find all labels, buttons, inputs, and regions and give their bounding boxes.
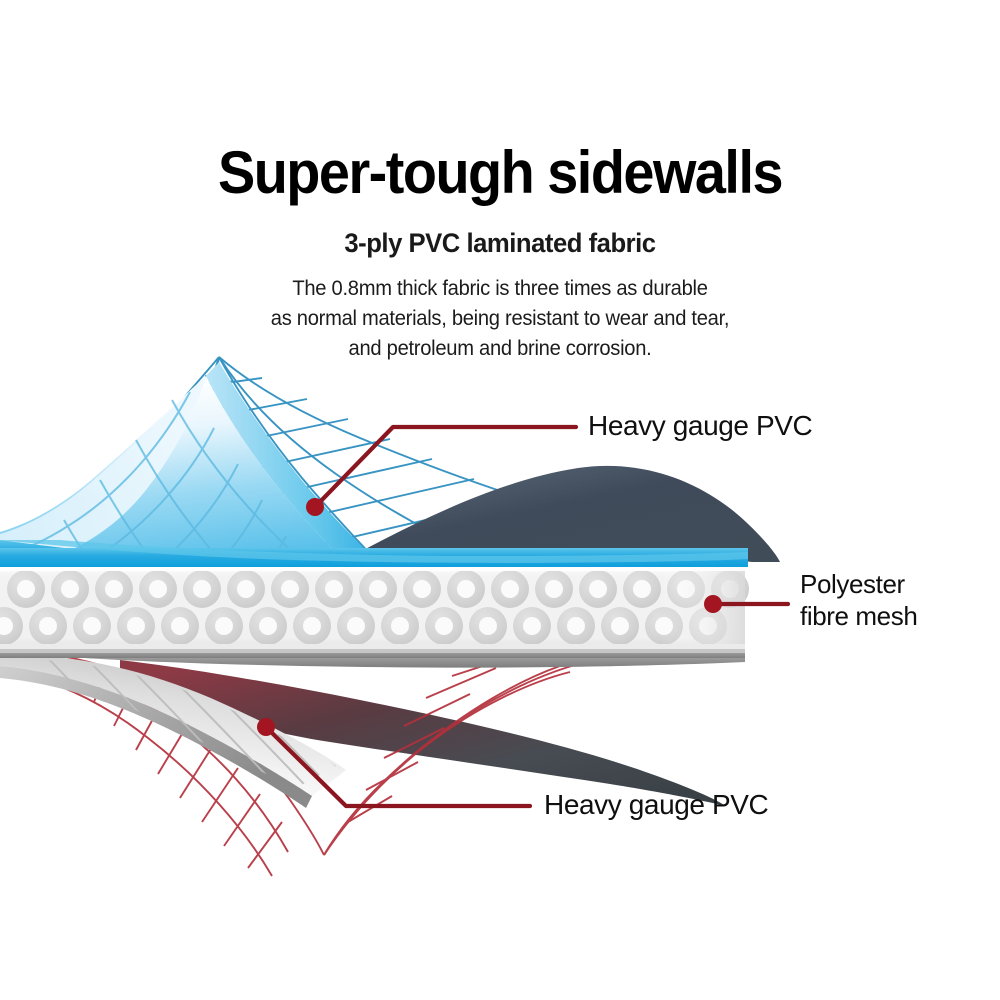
callout-mesh-line-2: fibre mesh [800, 601, 918, 631]
leader-dot-mesh [704, 595, 722, 613]
callout-leaders [257, 424, 791, 809]
top-pvc-sheet [0, 362, 748, 598]
polyester-fibre-mesh-layer [0, 567, 749, 649]
description-line-1: The 0.8mm thick fabric is three times as… [292, 277, 708, 300]
leader-top-pvc [306, 424, 579, 516]
leader-bottom-pvc [257, 718, 533, 809]
page-description: The 0.8mm thick fabric is three times as… [20, 274, 980, 364]
mesh-ring-row-top [7, 570, 749, 608]
description-line-3: and petroleum and brine corrosion. [348, 337, 652, 360]
callout-label-bottom-pvc: Heavy gauge PVC [544, 789, 769, 820]
top-layer-shadow [352, 465, 780, 562]
leader-polyester-mesh [704, 595, 791, 613]
page-title: Super-tough sidewalls [217, 139, 784, 206]
description-line-2: as normal materials, being resistant to … [270, 307, 730, 330]
leader-dot-top [306, 498, 324, 516]
callout-label-polyester-mesh: Polyester fibre mesh [800, 568, 918, 632]
page-subtitle: 3-ply PVC laminated fabric [344, 228, 656, 258]
leader-dot-bottom [257, 718, 275, 736]
callout-label-top-pvc: Heavy gauge PVC [588, 410, 813, 441]
bottom-layer-shadow [120, 660, 726, 806]
callout-mesh-line-1: Polyester [800, 569, 905, 599]
text-block: Super-tough sidewalls 3-ply PVC laminate… [0, 140, 1000, 364]
